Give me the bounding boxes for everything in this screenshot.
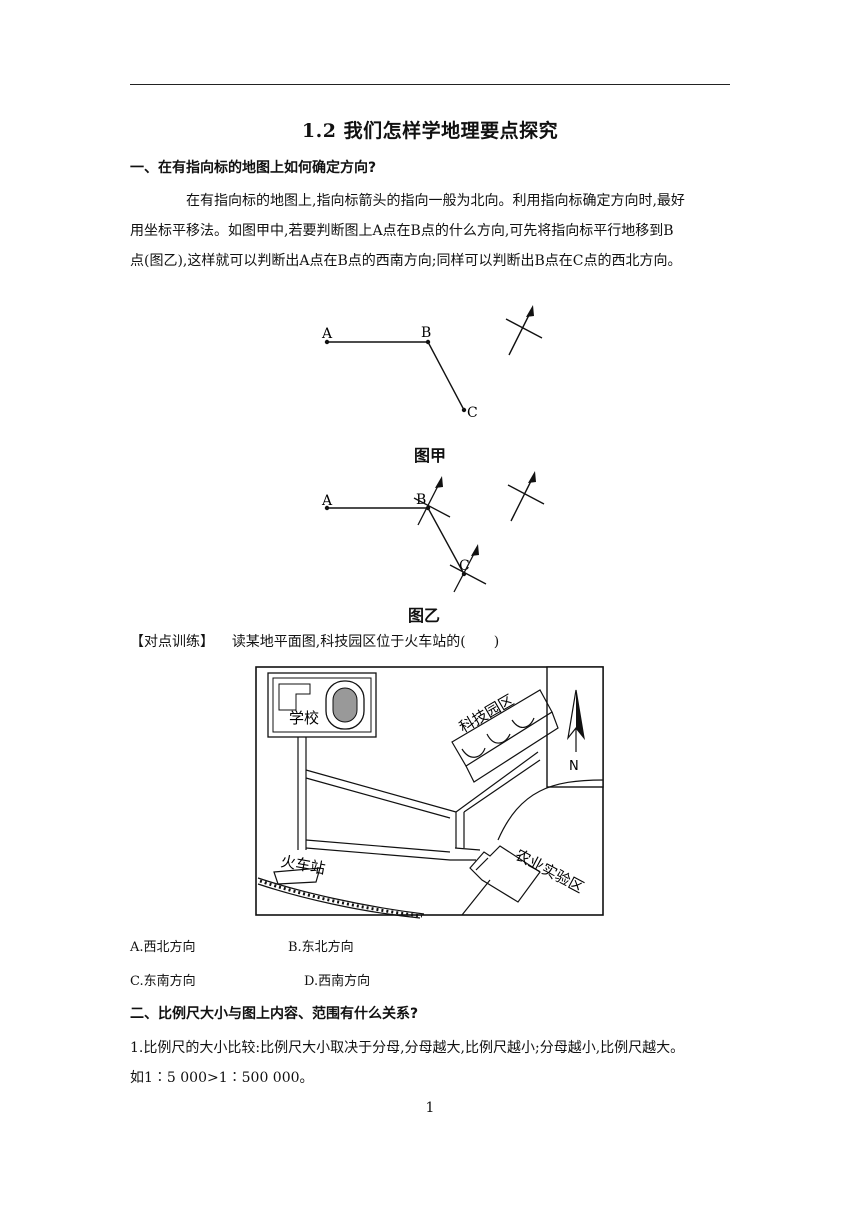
school-label: 学校 (289, 709, 319, 727)
plan-map: N 学校 (255, 666, 604, 919)
option-d[interactable]: D.西南方向 (304, 974, 371, 989)
option-a[interactable]: A.西北方向 (130, 940, 196, 955)
figure-a-caption: 图甲 (413, 446, 446, 465)
figure-b-diagram: A B C (321, 471, 545, 593)
figure-a-point-b (425, 339, 431, 345)
exercise-line: 【对点训练】 读某地平面图,科技园区位于火车站的( ) (130, 631, 499, 651)
compass-needle-icon (567, 689, 585, 752)
figure-a-label-b: B (421, 325, 431, 341)
figure-a-label-c: C (467, 405, 478, 421)
paragraph-1-line-3: 点(图乙),这样就可以判断出A点在B点的西南方向;同样可以判断出B点在C点的西北… (130, 253, 682, 269)
farm-block (469, 845, 541, 903)
railway-track (257, 877, 425, 919)
paragraph-1-line-1: 在有指向标的地图上,指向标箭头的指向一般为北向。利用指向标确定方向时,最好 (186, 193, 685, 209)
north-arrow-at-b-icon (413, 476, 451, 526)
figure-a-point-c (461, 407, 467, 413)
north-arrow-icon (505, 305, 543, 356)
figure-a-segment-bc (427, 341, 465, 411)
figure-a-diagram: A B C (321, 305, 543, 421)
paragraph-1-line-2: 用坐标平移法。如图甲中,若要判断图上A点在B点的什么方向,可先将指向标平行地移到… (130, 223, 674, 239)
exercise-question: 读某地平面图,科技园区位于火车站的( ) (231, 634, 500, 650)
figure-a-label-a: A (321, 326, 333, 342)
figure-b-point-a (324, 505, 330, 511)
figure-b-label-b: B (416, 492, 426, 508)
north-arrow-at-c-icon (449, 544, 487, 593)
figure-b-segment-bc (427, 507, 465, 575)
option-c[interactable]: C.东南方向 (130, 974, 196, 989)
station-building (273, 867, 321, 885)
paragraph-1: 在有指向标的地图上,指向标箭头的指向一般为北向。利用指向标确定方向时,最好 用坐… (130, 186, 740, 276)
section-heading-1: 一、在有指向标的地图上如何确定方向? (130, 160, 377, 176)
option-b[interactable]: B.东北方向 (288, 940, 354, 955)
figure-b-label-c: C (459, 558, 470, 574)
page-title: 1.2 我们怎样学地理要点探究 (301, 120, 559, 142)
figure-b-label-a: A (321, 493, 333, 509)
science-park-block (451, 689, 559, 783)
section-heading-2: 二、比例尺大小与图上内容、范围有什么关系? (130, 1006, 419, 1022)
point-1-example: 如1∶5 000>1∶500 000。 (130, 1070, 314, 1086)
school-compound (267, 672, 377, 738)
roads (297, 737, 604, 916)
north-label: N (569, 759, 579, 774)
exercise-tag: 【对点训练】 (130, 634, 214, 650)
point-1: 1.比例尺的大小比较:比例尺大小取决于分母,分母越大,比例尺越小;分母越小,比例… (130, 1040, 685, 1056)
page-number: 1 (425, 1100, 435, 1116)
header-rule (130, 84, 730, 85)
figure-a-point-a (324, 339, 330, 345)
figure-b-caption: 图乙 (407, 606, 440, 625)
north-arrow-icon (507, 471, 545, 522)
